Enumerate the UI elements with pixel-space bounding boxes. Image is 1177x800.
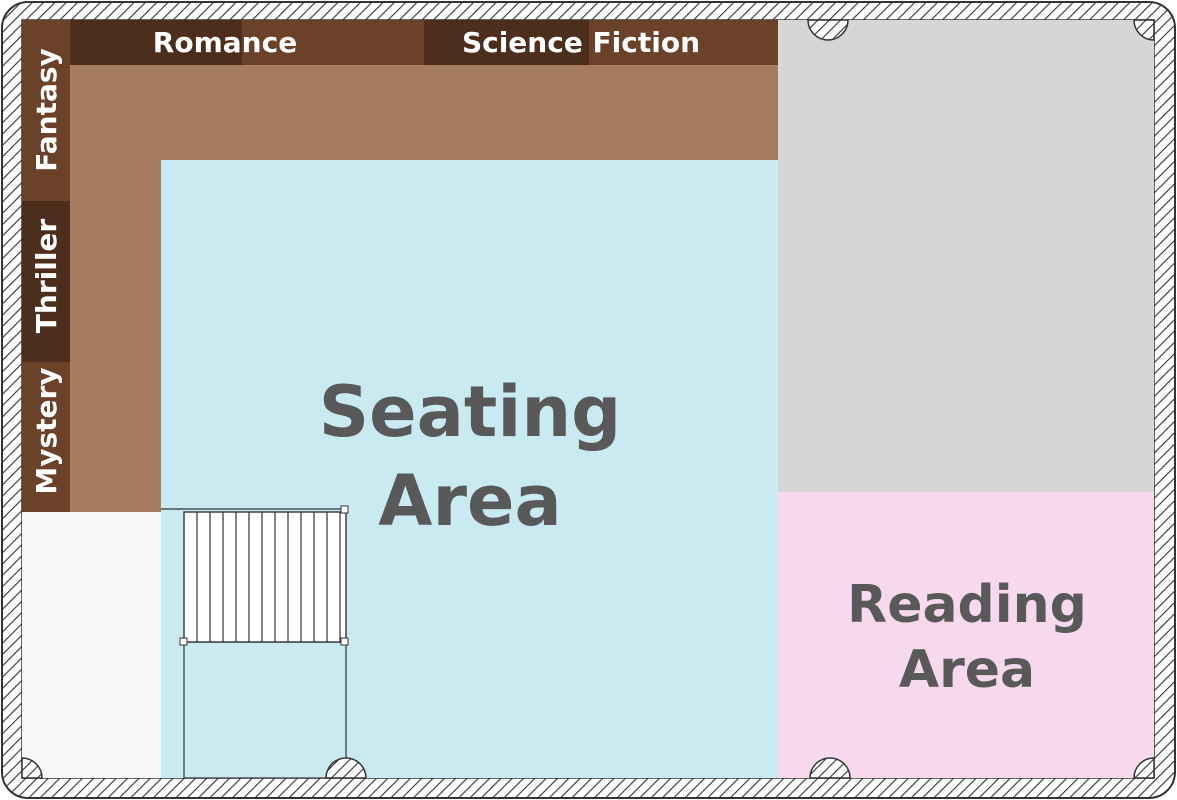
stair-post (179, 637, 188, 646)
shelf-label-mystery: Mystery (30, 367, 63, 494)
shelf-label-fantasy: Fantasy (30, 48, 63, 172)
shelf-scifi-dark (424, 20, 589, 65)
wall-column (1133, 19, 1155, 41)
wall-column (809, 757, 851, 779)
shelf-label-romance: Romance (153, 26, 297, 59)
shelf-label-thriller: Thriller (30, 219, 63, 334)
wall-column (807, 19, 849, 41)
entry-floor (22, 512, 184, 778)
shelf-fantasy (22, 20, 70, 201)
shelf-romance-dark (70, 20, 242, 65)
seating-area-label-line1: Seating (319, 371, 622, 453)
seating-area-label-line2: Area (378, 460, 561, 542)
reading-area-label-line1: Reading (847, 575, 1087, 635)
reading-area-label-line2: Area (899, 640, 1035, 700)
shelf-scifi-mid (589, 20, 778, 65)
shelf-label-science-fiction: Science Fiction (462, 26, 700, 59)
shelf-thriller (22, 201, 70, 362)
reading-area (778, 492, 1154, 778)
stair-landing (183, 641, 347, 779)
staircase (161, 505, 349, 646)
wall-column (21, 757, 43, 779)
shelf-romance-mid (242, 20, 424, 65)
grey-zone (778, 20, 1154, 492)
stair-post (340, 637, 349, 646)
shelf-mystery (22, 362, 70, 512)
stair-post (340, 505, 349, 514)
bookshelf-floor (22, 20, 778, 512)
wall-column (325, 757, 367, 779)
wall-column (1133, 757, 1155, 779)
